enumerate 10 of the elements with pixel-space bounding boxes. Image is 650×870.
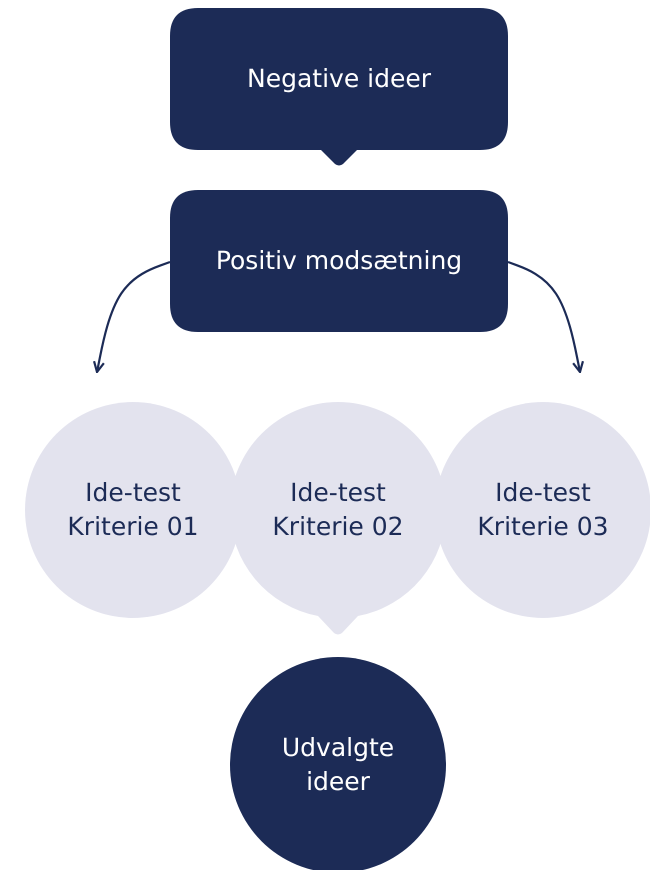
node-label: Udvalgte ideer — [280, 732, 396, 798]
curved-arrow — [508, 260, 584, 374]
node-label: Ide-test Kriterie 01 — [66, 477, 200, 543]
node-label: Positiv modsætning — [214, 245, 464, 277]
curved-arrow — [92, 260, 170, 374]
node-label: Ide-test Kriterie 03 — [476, 477, 610, 543]
speech-bubble-box — [170, 8, 508, 166]
speech-bubble-box — [170, 190, 508, 332]
node-label: Negative ideer — [246, 63, 432, 95]
node-label: Ide-test Kriterie 02 — [271, 477, 405, 543]
